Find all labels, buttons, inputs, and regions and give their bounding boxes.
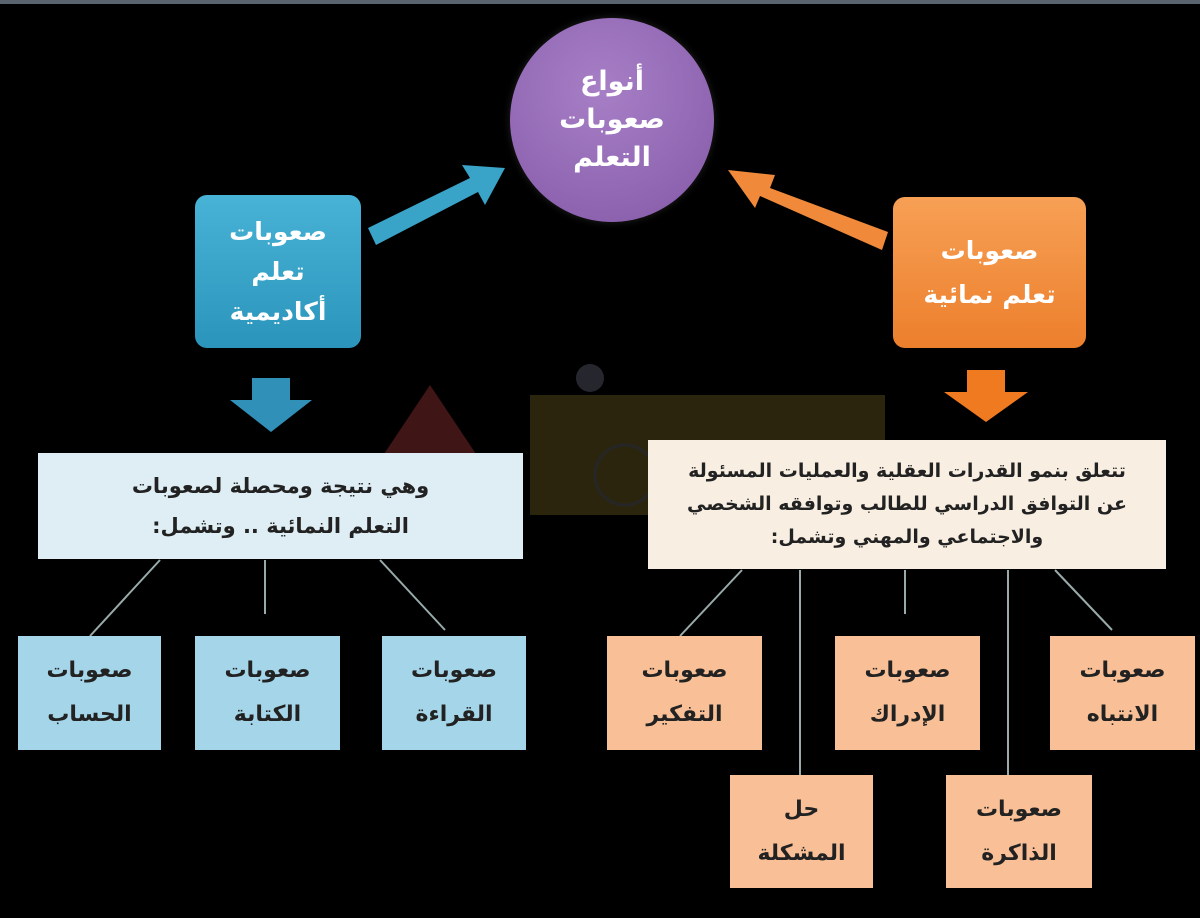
- developmental-node: صعوبات تعلم نمائية: [893, 197, 1086, 348]
- leaf-reading: صعوبات القراءة: [382, 636, 526, 750]
- leaf-perception: صعوبات الإدراك: [835, 636, 980, 750]
- developmental-branch-lines: [679, 569, 1113, 775]
- arrow-down-developmental: [944, 370, 1028, 422]
- top-border: [0, 0, 1200, 4]
- leaf-thinking: صعوبات التفكير: [607, 636, 762, 750]
- leaf-attention: صعوبات الانتباه: [1050, 636, 1195, 750]
- leaf-math: صعوبات الحساب: [18, 636, 161, 750]
- root-node: أنواع صعوبات التعلم: [510, 18, 714, 222]
- academic-node: صعوبات تعلم أكاديمية: [195, 195, 361, 348]
- academic-branch-lines: [89, 559, 446, 637]
- leaf-problem-solving: حل المشكلة: [730, 775, 873, 888]
- leaf-writing: صعوبات الكتابة: [195, 636, 340, 750]
- leaf-memory: صعوبات الذاكرة: [946, 775, 1092, 888]
- arrow-academic-to-root: [368, 165, 505, 245]
- arrow-developmental-to-root: [728, 170, 888, 250]
- developmental-description: تتعلق بنمو القدرات العقلية والعمليات الم…: [648, 440, 1166, 569]
- academic-description: وهي نتيجة ومحصلة لصعوبات التعلم النمائية…: [38, 453, 523, 559]
- arrow-down-academic: [230, 378, 312, 432]
